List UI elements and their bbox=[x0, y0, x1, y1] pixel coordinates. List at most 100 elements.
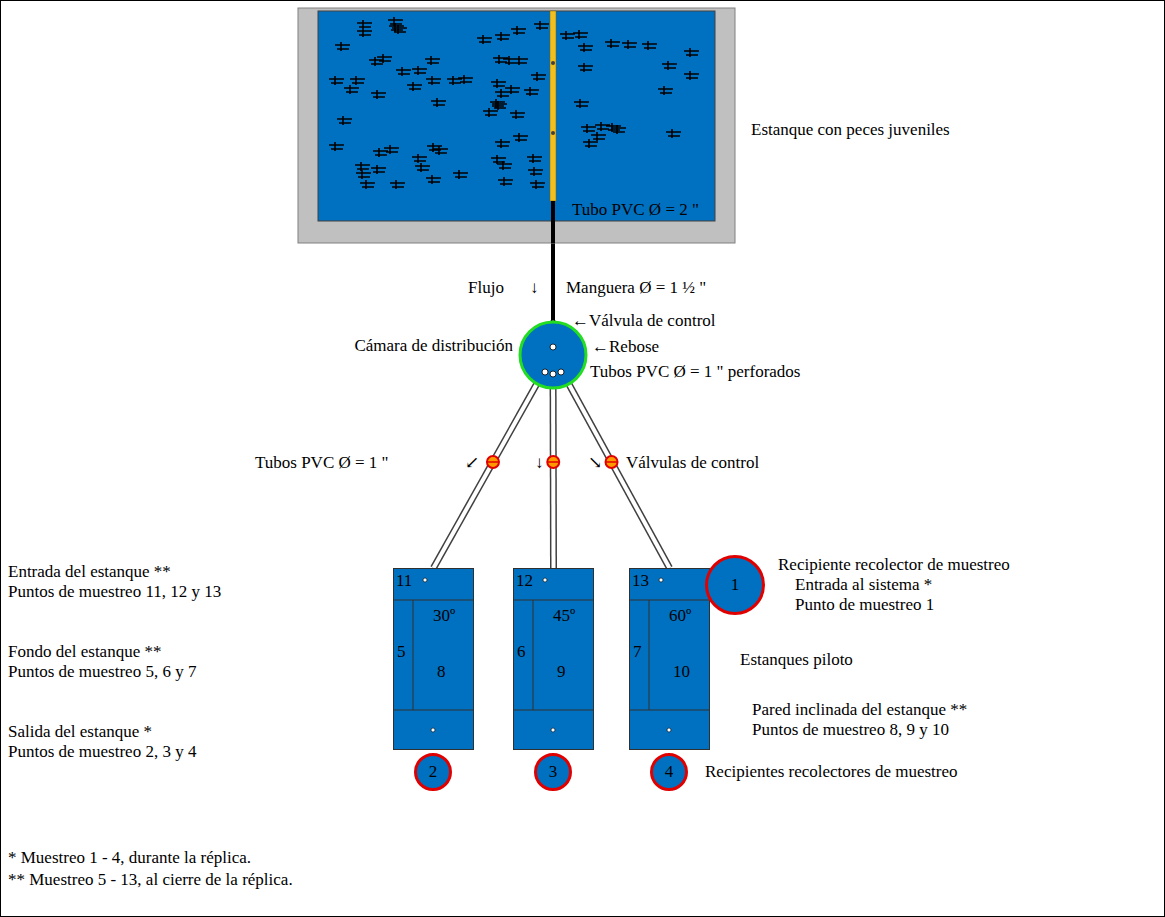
collector-container: 3 bbox=[534, 753, 572, 791]
annotation-label: * Muestreo 1 - 4, durante la réplica. bbox=[8, 848, 251, 868]
annotation-label: Recipiente recolector de muestreo bbox=[778, 555, 1010, 575]
outlet-divider bbox=[513, 710, 594, 711]
outlet-divider bbox=[629, 710, 710, 711]
pilot-tank: 11 30º 5 8 bbox=[393, 568, 474, 750]
inlet-hole bbox=[543, 578, 547, 582]
collector-container: 2 bbox=[414, 753, 452, 791]
annotation-label: Recipientes recolectores de muestreo bbox=[705, 762, 958, 782]
annotation-label: Pared inclinada del estanque ** bbox=[752, 700, 967, 720]
container-circle bbox=[652, 755, 687, 790]
annotation-label: Estanques piloto bbox=[740, 650, 853, 670]
annotation-label: ↓ bbox=[530, 278, 539, 298]
pilot-tank: 13 60º 7 10 bbox=[629, 568, 710, 750]
valve-handle bbox=[606, 461, 618, 463]
annotation-label: ↓ bbox=[535, 453, 544, 473]
pipe-hole bbox=[551, 61, 555, 65]
annotation-label: Puntos de muestreo 11, 12 y 13 bbox=[8, 582, 221, 602]
annotation-label: Tubos PVC Ø = 1 " bbox=[255, 453, 389, 473]
sample-point-number: 4 bbox=[665, 762, 674, 782]
control-valve bbox=[487, 456, 499, 468]
perforated-pipe bbox=[558, 369, 564, 375]
pipe-bore bbox=[551, 388, 555, 568]
annotation-label: Punto de muestreo 1 bbox=[795, 595, 934, 615]
annotation-label: ←Rebose bbox=[592, 337, 659, 357]
outlet-hole bbox=[551, 728, 555, 732]
pvc-pipe bbox=[569, 384, 670, 568]
slope-angle: 60º bbox=[669, 606, 691, 626]
annotation-label: Manguera Ø = 1 ½ " bbox=[566, 278, 706, 298]
sample-point-number: 3 bbox=[549, 762, 558, 782]
inlet-divider bbox=[629, 600, 710, 601]
sample-point-number: 9 bbox=[557, 662, 566, 682]
annotation-label: Entrada del estanque ** bbox=[8, 562, 171, 582]
pipe-label: Tubo PVC Ø = 2 " bbox=[572, 200, 699, 220]
inlet-divider bbox=[393, 600, 474, 601]
tank-wall bbox=[298, 8, 735, 243]
sample-point-number: 10 bbox=[673, 662, 690, 682]
annotation-label: Puntos de muestreo 5, 6 y 7 bbox=[8, 662, 196, 682]
pvc-pipe bbox=[550, 11, 556, 201]
container-circle bbox=[707, 557, 764, 614]
sample-point-number: 5 bbox=[397, 642, 406, 662]
slope-edge bbox=[649, 600, 650, 710]
annotation-label: ↙ bbox=[465, 453, 479, 473]
sample-point-number: 12 bbox=[516, 571, 533, 591]
shape-outline bbox=[518, 320, 588, 390]
inlet-hole bbox=[659, 578, 663, 582]
collector-container: 1 bbox=[705, 555, 765, 615]
tank-body bbox=[514, 569, 594, 750]
perforated-pipe bbox=[550, 371, 556, 377]
valve-handle bbox=[487, 461, 499, 463]
valve-handle bbox=[547, 461, 559, 463]
sample-point-number: 11 bbox=[396, 571, 412, 591]
tank-water bbox=[318, 11, 715, 221]
fish-school bbox=[329, 17, 699, 189]
chamber-circle bbox=[520, 322, 586, 388]
tank-body bbox=[630, 569, 710, 750]
sample-point-number: 1 bbox=[731, 575, 740, 595]
annotation-label: ** Muestreo 5 - 13, al cierre de la répl… bbox=[8, 870, 293, 890]
control-valve bbox=[606, 456, 618, 468]
annotation-label: Puntos de muestreo 8, 9 y 10 bbox=[752, 720, 949, 740]
inlet-hole bbox=[423, 578, 427, 582]
pilot-tank: 1245º69 bbox=[513, 568, 594, 750]
pipe-bore bbox=[434, 384, 537, 568]
annotation-label: Tubos PVC Ø = 1 " perforados bbox=[590, 362, 800, 382]
pipe-bore bbox=[569, 384, 670, 568]
annotation-label: ←Válvula de control bbox=[572, 311, 716, 331]
annotation-label: Flujo bbox=[468, 278, 504, 298]
fish-tank: Estanque con peces juvenilesTubo PVC Ø =… bbox=[298, 8, 735, 243]
annotation-label: Entrada al sistema * bbox=[795, 575, 932, 595]
hose-line bbox=[551, 243, 555, 322]
slope-angle: 30º bbox=[433, 606, 455, 626]
annotation-label: Válvulas de control bbox=[626, 453, 759, 473]
outlet-divider bbox=[393, 710, 474, 711]
outlet-hole bbox=[431, 728, 435, 732]
perforated-pipe bbox=[542, 369, 548, 375]
pipe-drain bbox=[551, 201, 555, 243]
pvc-pipe bbox=[547, 388, 559, 568]
annotation-label: Salida del estanque * bbox=[8, 722, 152, 742]
pipe-wall bbox=[434, 384, 537, 568]
hose bbox=[550, 243, 556, 326]
slope-edge bbox=[533, 600, 534, 710]
sample-point-number: 7 bbox=[633, 642, 642, 662]
tank-body bbox=[394, 569, 474, 750]
collector-container: 4 bbox=[650, 753, 688, 791]
sample-point-number: 13 bbox=[632, 571, 649, 591]
slope-edge bbox=[413, 600, 414, 710]
tank-title: Estanque con peces juveniles bbox=[751, 120, 950, 140]
sample-point-number: 8 bbox=[437, 662, 446, 682]
sample-point-number: 2 bbox=[429, 762, 438, 782]
inlet-divider bbox=[513, 600, 594, 601]
outlet-hole bbox=[667, 728, 671, 732]
annotation-label: ↘ bbox=[588, 453, 602, 473]
pipe-hole bbox=[551, 131, 555, 135]
control-valve bbox=[547, 456, 559, 468]
sample-point-number: 6 bbox=[517, 642, 526, 662]
annotation-label: Fondo del estanque ** bbox=[8, 642, 161, 662]
pipe-wall bbox=[569, 384, 670, 568]
distribution-chamber: Cámara de distribución bbox=[518, 320, 588, 390]
container-circle bbox=[536, 755, 571, 790]
